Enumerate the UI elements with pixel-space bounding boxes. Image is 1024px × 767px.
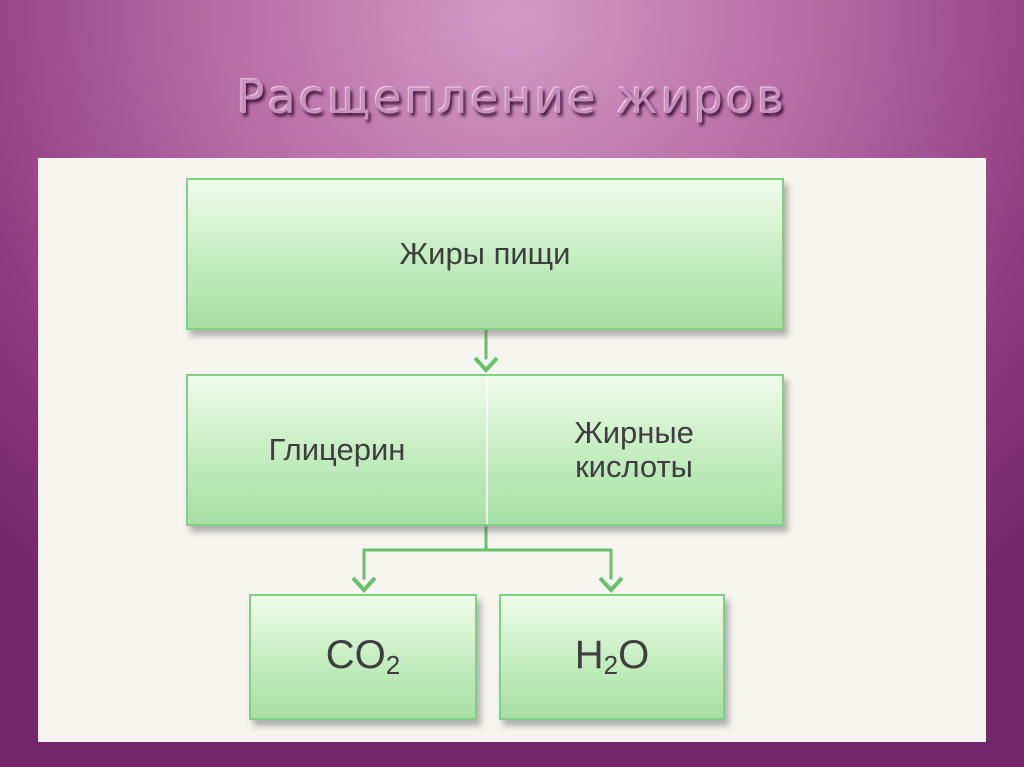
arrow-down-icon (598, 576, 624, 593)
split-products-box: Глицерин Жирные кислоты (186, 374, 784, 526)
diagram-panel: Жиры пищи Глицерин Жирные кислоты CO2 H2… (38, 158, 986, 742)
split-divider (486, 376, 488, 524)
glycerin-cell: Глицерин (188, 376, 486, 524)
connector-layer (351, 328, 624, 593)
arrow-down-icon (351, 576, 377, 593)
co2-subscript: 2 (385, 650, 401, 680)
arrow-down-icon (473, 356, 499, 373)
h2o-base: H (574, 633, 604, 677)
h2o-tail: O (618, 633, 650, 677)
slide-title: Расщепление жиров (236, 70, 788, 124)
h2o-formula: H2O (575, 633, 649, 681)
fatty-acids-label-line2: кислоты (575, 449, 693, 484)
co2-base: CO (325, 633, 386, 677)
fatty-acids-label-line1: Жирные (574, 415, 694, 450)
food-fats-label: Жиры пищи (399, 236, 571, 271)
fatty-acids-cell: Жирные кислоты (486, 376, 782, 524)
food-fats-box: Жиры пищи (186, 178, 784, 330)
h2o-box: H2O (499, 594, 725, 720)
h2o-subscript: 2 (603, 650, 619, 680)
glycerin-label: Глицерин (268, 432, 406, 467)
co2-box: CO2 (249, 594, 477, 720)
co2-formula: CO2 (326, 633, 400, 681)
